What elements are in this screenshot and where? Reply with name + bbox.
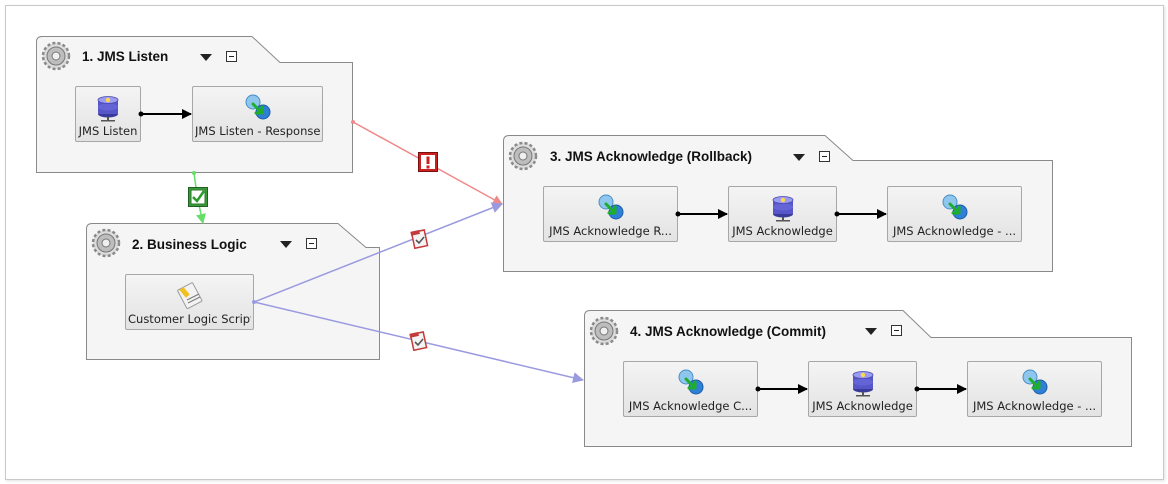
error-exclamation-icon[interactable]	[418, 152, 438, 172]
script-icon	[176, 282, 202, 310]
group-collapse-button[interactable]	[891, 325, 902, 336]
group-collapse-button[interactable]	[226, 51, 237, 62]
node-label: JMS Listen - Response	[195, 124, 320, 138]
node-jms-acknowledge-response[interactable]: JMS Acknowledge - ...	[887, 186, 1022, 242]
exchange-icon	[678, 369, 703, 395]
database-icon	[772, 196, 793, 222]
node-jms-acknowledge-response[interactable]: JMS Acknowledge - ...	[967, 361, 1102, 417]
node-label: JMS Listen	[78, 124, 138, 138]
node-jms-acknowledge-commit-request[interactable]: JMS Acknowledge C...	[623, 361, 758, 417]
conditional-page-icon[interactable]	[410, 229, 430, 249]
node-label: JMS Acknowledge - ...	[892, 224, 1017, 238]
group-title: 3. JMS Acknowledge (Rollback)	[550, 149, 753, 164]
node-label: Customer Logic Script	[128, 312, 251, 326]
gear-icon	[91, 228, 121, 258]
node-label: JMS Acknowledge	[732, 224, 833, 238]
group-title: 4. JMS Acknowledge (Commit)	[630, 324, 827, 339]
node-label: JMS Acknowledge - ...	[972, 399, 1097, 413]
node-label: JMS Acknowledge C...	[628, 399, 753, 413]
database-icon	[97, 96, 119, 122]
node-customer-logic-script[interactable]: Customer Logic Script	[125, 274, 254, 330]
group-menu-dropdown[interactable]	[865, 328, 877, 335]
group-title: 2. Business Logic	[132, 237, 247, 252]
node-label: JMS Acknowledge	[812, 399, 913, 413]
gear-icon	[508, 141, 538, 171]
group-collapse-button[interactable]	[306, 238, 317, 249]
exchange-icon	[598, 194, 623, 220]
exchange-icon	[1022, 369, 1047, 395]
node-jms-acknowledge[interactable]: JMS Acknowledge	[808, 361, 917, 417]
node-jms-acknowledge[interactable]: JMS Acknowledge	[728, 186, 837, 242]
group-collapse-button[interactable]	[819, 151, 830, 162]
database-icon	[852, 371, 873, 397]
node-jms-listen-response[interactable]: JMS Listen - Response	[192, 86, 323, 142]
gear-icon	[589, 316, 619, 346]
node-jms-acknowledge-rollback-request[interactable]: JMS Acknowledge R...	[543, 186, 678, 242]
gear-icon	[41, 41, 71, 71]
group-title: 1. JMS Listen	[82, 49, 169, 64]
group-menu-dropdown[interactable]	[793, 154, 805, 161]
node-label: JMS Acknowledge R...	[549, 224, 672, 238]
conditional-page-icon[interactable]	[409, 331, 429, 351]
exchange-icon	[942, 194, 967, 220]
group-menu-dropdown[interactable]	[280, 241, 292, 248]
group-menu-dropdown[interactable]	[200, 54, 212, 61]
node-jms-listen[interactable]: JMS Listen	[75, 86, 141, 142]
success-check-icon[interactable]	[188, 187, 208, 207]
exchange-icon	[245, 94, 270, 120]
